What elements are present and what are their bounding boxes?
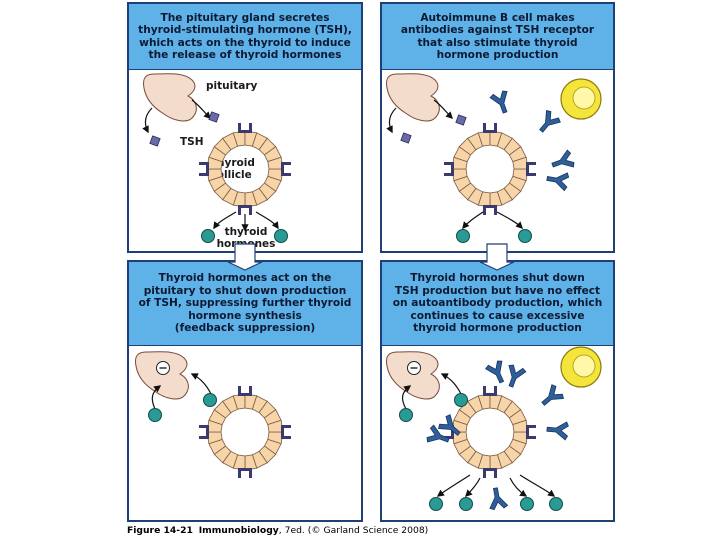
header-line: continues to cause excessive bbox=[410, 309, 585, 322]
panel-header: Autoimmune B cell makes antibodies again… bbox=[382, 4, 613, 70]
header-line: pituitary to shut down production bbox=[143, 284, 347, 297]
header-line: thyroid hormone production bbox=[413, 322, 582, 335]
follicle-label-line: thyroid bbox=[212, 157, 255, 169]
book-title: Immunobiology bbox=[198, 525, 279, 536]
caption-edition: , 7ed. (© Garland Science 2008) bbox=[278, 525, 429, 536]
panel-header: The pituitary gland secretes thyroid-sti… bbox=[129, 4, 361, 70]
follicle-label-line: follicle bbox=[212, 169, 252, 181]
header-line: hormone production bbox=[436, 48, 559, 61]
header-line: which acts on the thyroid to induce bbox=[139, 36, 351, 49]
header-line: TSH production but have no effect bbox=[394, 284, 601, 297]
header-line: antibodies against TSH receptor bbox=[400, 24, 595, 37]
tsh-label: TSH bbox=[180, 136, 204, 148]
figure-number: Figure 14-21 bbox=[127, 525, 193, 536]
header-line: The pituitary gland secretes bbox=[160, 11, 330, 24]
panel-top-left: The pituitary gland secretes thyroid-sti… bbox=[127, 2, 363, 253]
header-line: thyroid-stimulating hormone (TSH), bbox=[138, 24, 352, 37]
header-line: that also stimulate thyroid bbox=[417, 36, 578, 49]
header-line: Autoimmune B cell makes bbox=[420, 11, 575, 24]
panel-bottom-left: Thyroid hormones act on the pituitary to… bbox=[127, 260, 363, 522]
header-line: the release of thyroid hormones bbox=[148, 48, 342, 61]
panel-bottom-right: Thyroid hormones shut down TSH productio… bbox=[380, 260, 615, 522]
hormones-label-line: hormones bbox=[216, 238, 276, 250]
hormones-label-line: thyroid bbox=[224, 226, 268, 238]
header-line: on autoantibody production, which bbox=[392, 297, 603, 310]
header-line: of TSH, suppressing further thyroid bbox=[138, 297, 352, 310]
header-line: (feedback suppression) bbox=[174, 322, 316, 335]
header-line: hormone synthesis bbox=[188, 309, 302, 322]
thyroid-follicle-label: thyroid follicle bbox=[212, 157, 255, 181]
figure-caption: Figure 14-21 Immunobiology, 7ed. (© Garl… bbox=[127, 525, 428, 536]
header-line: Thyroid hormones act on the bbox=[158, 272, 332, 285]
pituitary-label: pituitary bbox=[206, 80, 258, 92]
panel-header: Thyroid hormones shut down TSH productio… bbox=[382, 262, 613, 346]
panel-top-right: Autoimmune B cell makes antibodies again… bbox=[380, 2, 615, 253]
header-line: Thyroid hormones shut down bbox=[410, 272, 585, 285]
panel-header: Thyroid hormones act on the pituitary to… bbox=[129, 262, 361, 346]
thyroid-hormones-label: thyroid hormones bbox=[216, 226, 276, 250]
